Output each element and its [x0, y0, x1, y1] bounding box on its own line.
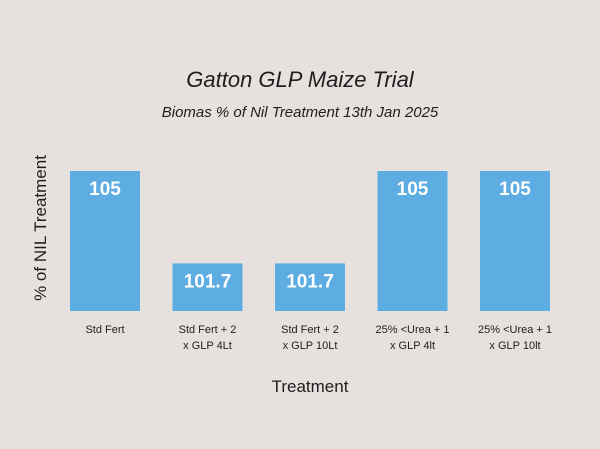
bar-value-label-3: 105	[397, 179, 429, 200]
x-tick-line: x GLP 4lt	[390, 340, 435, 352]
x-tick-line: x GLP 10Lt	[283, 340, 338, 352]
x-tick-label-1: Std Fert + 2 x GLP 4Lt	[179, 324, 237, 352]
x-tick-line: 25% <Urea + 1	[376, 324, 450, 336]
bar-2	[275, 263, 345, 311]
bar-value-label-4: 105	[499, 179, 531, 200]
x-tick-label-3: 25% <Urea + 1 x GLP 4lt	[376, 324, 450, 352]
x-tick-line: Std Fert + 2	[281, 324, 339, 336]
chart-title: Gatton GLP Maize Trial	[186, 67, 415, 92]
bar-value-label-1: 101.7	[184, 271, 232, 292]
x-axis-label: Treatment	[272, 377, 349, 396]
x-tick-label-0: Std Fert	[85, 324, 124, 336]
x-tick-label-4: 25% <Urea + 1 x GLP 10lt	[478, 324, 552, 352]
x-tick-label-2: Std Fert + 2 x GLP 10Lt	[281, 324, 339, 352]
x-tick-line: Std Fert + 2	[179, 324, 237, 336]
bar-value-label-2: 101.7	[286, 271, 334, 292]
bar-3	[377, 171, 448, 311]
bar-1	[172, 263, 243, 311]
chart-subtitle: Biomas % of Nil Treatment 13th Jan 2025	[162, 104, 439, 121]
x-tick-line: x GLP 4Lt	[183, 340, 232, 352]
y-axis-label: % of NIL Treatment	[31, 155, 50, 301]
x-tick-line: 25% <Urea + 1	[478, 324, 552, 336]
x-tick-line: x GLP 10lt	[489, 340, 540, 352]
bar-value-label-0: 105	[89, 179, 121, 200]
bar-4	[480, 171, 550, 311]
bar-0	[70, 171, 140, 311]
x-tick-line: Std Fert	[85, 324, 124, 336]
